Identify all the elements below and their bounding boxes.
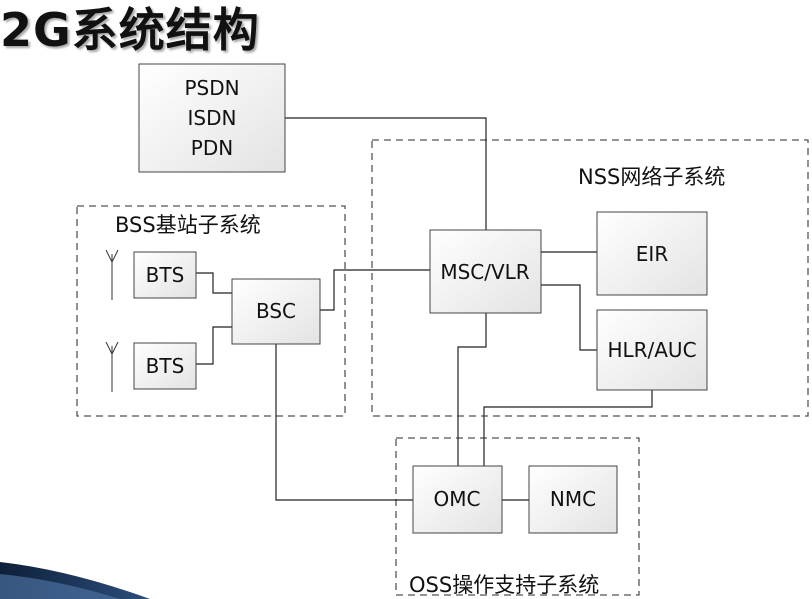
oss-group — [395, 437, 640, 596]
eir-label: EIR — [636, 242, 669, 266]
omc-node: OMC — [412, 465, 503, 534]
corner-swoosh-highlight — [0, 574, 120, 599]
nmc-label: NMC — [550, 487, 596, 511]
network-msc-link — [285, 117, 487, 230]
network-label-pdn: PDN — [191, 136, 233, 160]
bts-top-label: BTS — [146, 263, 185, 287]
bts-top-bsc-link — [196, 272, 232, 294]
bsc-omc-link — [275, 344, 413, 501]
bsc-label: BSC — [256, 299, 296, 323]
oss-group-label: OSS操作支持子系统 — [409, 573, 599, 597]
antenna-bottom-icon — [105, 341, 119, 392]
hlr-auc-node: HLR/AUC — [596, 309, 708, 391]
bss-group — [76, 205, 346, 417]
omc-label: OMC — [434, 487, 481, 511]
msc-vlr-node: MSC/VLR — [429, 229, 542, 314]
msc-omc-link — [457, 313, 487, 466]
bsc-node: BSC — [231, 278, 321, 345]
bts-bottom-label: BTS — [146, 354, 185, 378]
hlr-auc-label: HLR/AUC — [607, 338, 696, 362]
page-title: 2G系统结构 — [0, 3, 260, 57]
msc-vlr-label: MSC/VLR — [440, 260, 529, 284]
antenna-top-icon — [105, 249, 119, 300]
network-label-isdn: ISDN — [188, 106, 237, 130]
msc-hlr-link — [541, 284, 597, 351]
bts-top-node: BTS — [133, 251, 197, 299]
bss-group-label: BSS基站子系统 — [115, 213, 261, 237]
network-label-psdn: PSDN — [184, 76, 239, 100]
nss-group — [371, 139, 809, 417]
hlr-omc-link — [483, 390, 653, 466]
bts-bottom-bsc-link — [196, 326, 232, 365]
eir-node: EIR — [596, 211, 708, 296]
nmc-node: NMC — [528, 465, 618, 534]
network-node: PSDN ISDN PDN — [138, 63, 286, 173]
bts-bottom-node: BTS — [133, 342, 197, 390]
nss-group-label: NSS网络子系统 — [578, 165, 725, 189]
bsc-msc-link — [320, 269, 430, 311]
